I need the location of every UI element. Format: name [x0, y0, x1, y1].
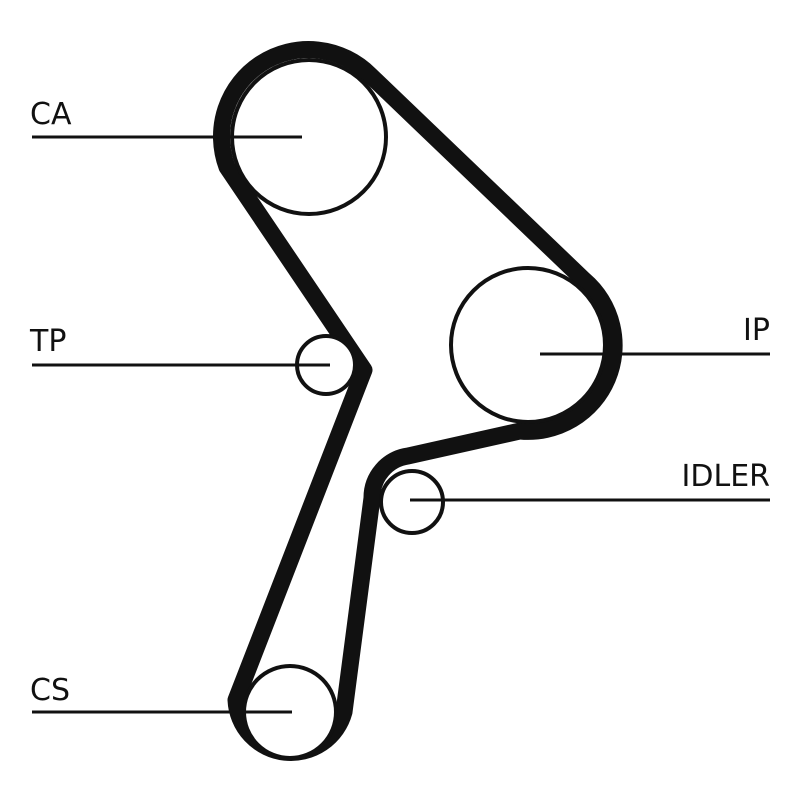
ip-label: IP	[743, 313, 770, 348]
tp-label: TP	[30, 324, 67, 359]
idler-pulley	[379, 469, 445, 535]
cs-label: CS	[30, 673, 70, 708]
ca-label: CA	[30, 97, 72, 132]
idler-label: IDLER	[681, 459, 770, 494]
injection-pump-pulley	[449, 266, 607, 424]
